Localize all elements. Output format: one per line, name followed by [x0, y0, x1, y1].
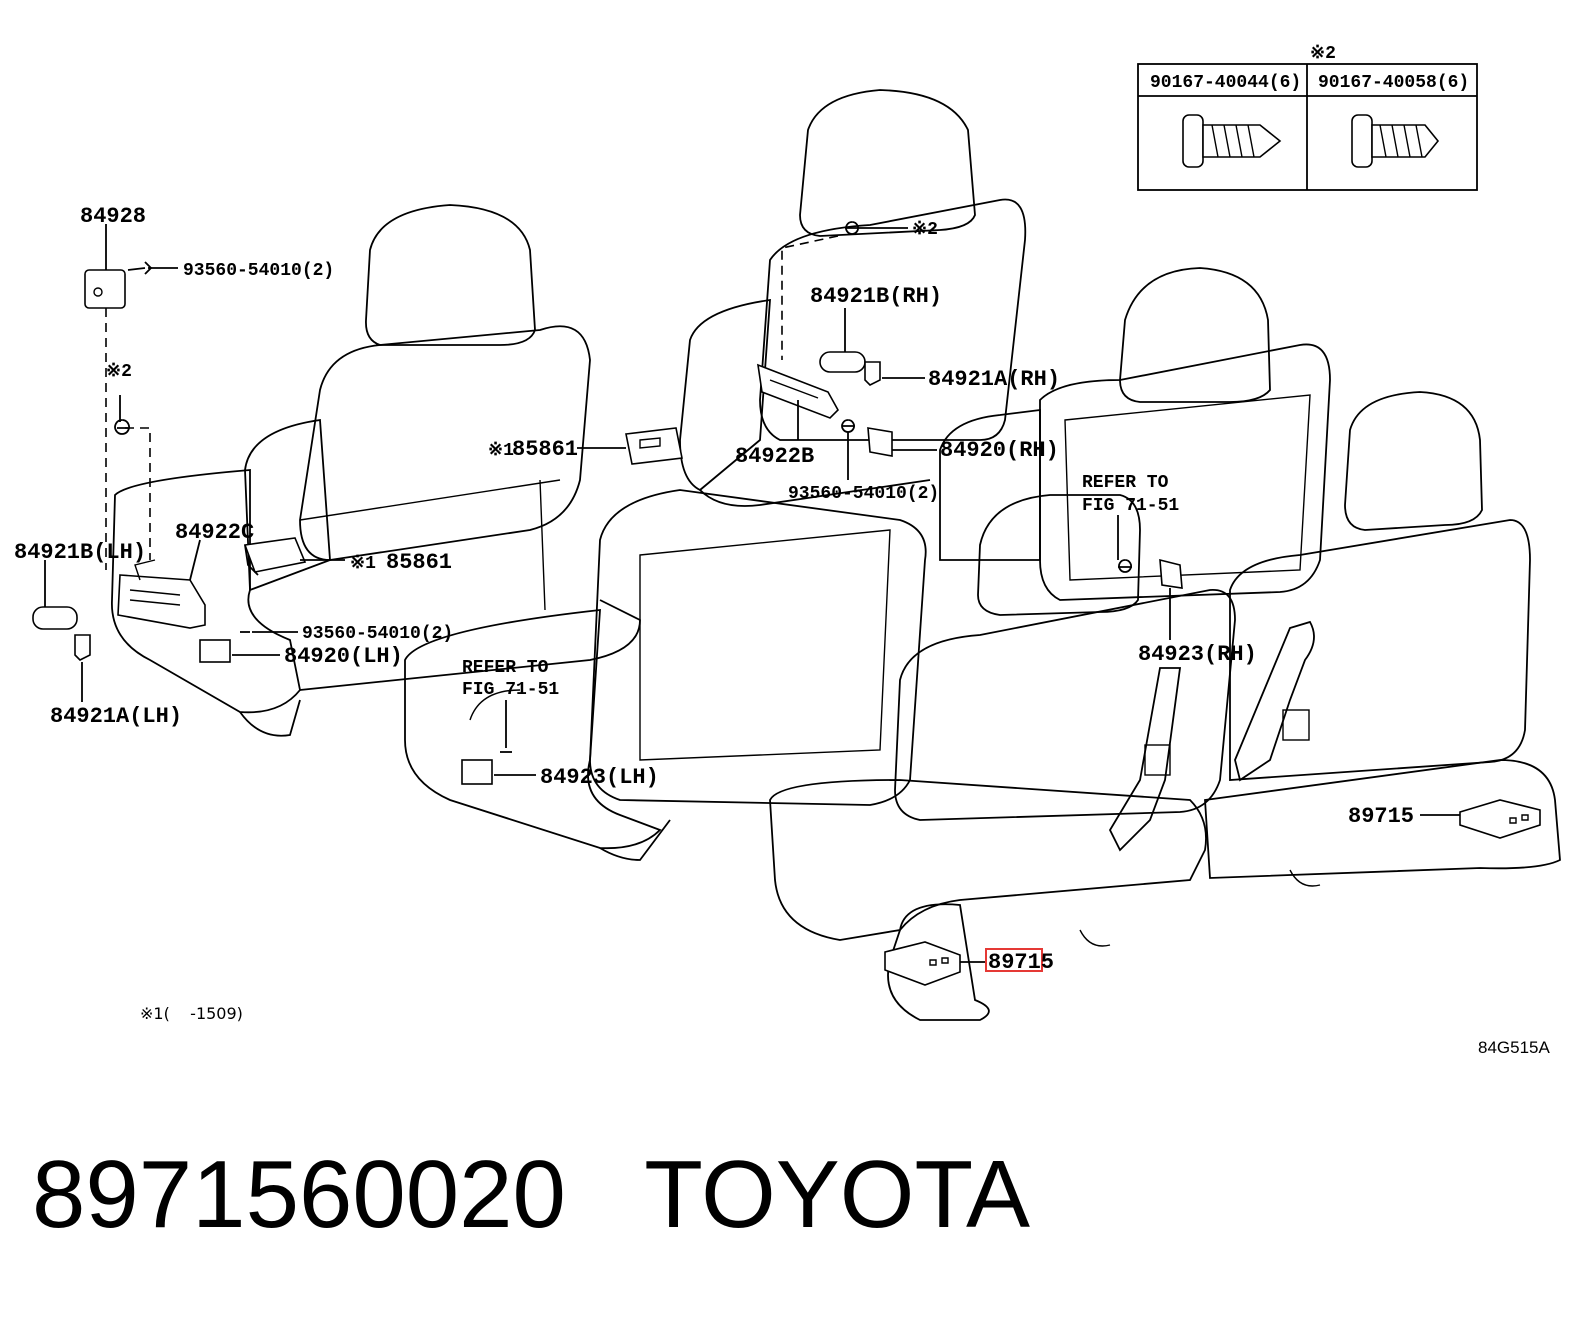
label-84923-lh: 84923(LH) — [540, 765, 659, 790]
label-85861-mid: 85861 — [512, 437, 578, 462]
fastener-table: ※2 90167-40044(6) 90167-40058(6) — [1137, 44, 1478, 191]
label-refer-lh-1: REFER TO — [462, 658, 549, 678]
label-84920-rh: 84920(RH) — [940, 438, 1059, 463]
label-85861-mid-prefix: ※1 — [488, 441, 514, 461]
label-refer-rh-2: FIG 71-51 — [1082, 496, 1179, 516]
label-84928: 84928 — [80, 204, 146, 229]
label-93560-a: 93560-54010(2) — [183, 261, 334, 281]
label-refer-lh-2: FIG 71-51 — [462, 680, 559, 700]
label-93560-b: 93560-54010(2) — [302, 624, 453, 644]
label-84921b-lh: 84921B(LH) — [14, 540, 146, 565]
label-89715-right: 89715 — [1348, 804, 1414, 829]
label-84920-lh: 84920(LH) — [284, 644, 403, 669]
screw-icon — [1351, 114, 1440, 168]
brand-name: TOYOTA — [644, 1141, 1031, 1248]
label-84921a-lh: 84921A(LH) — [50, 704, 182, 729]
seat-outlines — [111, 89, 1561, 1021]
label-84922c: 84922C — [175, 520, 254, 545]
label-ref2-b: ※2 — [912, 220, 938, 240]
footnote: ※1( -1509) — [140, 1004, 243, 1023]
label-85861-lh-prefix: ※1 — [350, 554, 376, 574]
fastener-col2-label: 90167-40058(6) — [1318, 73, 1469, 93]
label-89715-highlight[interactable]: 89715 — [988, 950, 1054, 975]
part-number: 8971560020 — [32, 1141, 566, 1248]
bracket-part — [84, 269, 126, 309]
label-85861-lh: 85861 — [386, 550, 452, 575]
label-refer-rh-1: REFER TO — [1082, 473, 1169, 493]
label-84921b-rh: 84921B(RH) — [810, 284, 942, 309]
highlight-box — [985, 948, 1043, 972]
figure-code: 84G515A — [1478, 1038, 1550, 1057]
label-ref2-a: ※2 — [106, 362, 132, 382]
part-title: 8971560020 TOYOTA — [32, 1140, 1030, 1250]
label-93560-c: 93560-54010(2) — [788, 484, 939, 504]
label-84922b: 84922B — [735, 444, 814, 469]
callout-labels: 84928 93560-54010(2) ※2 84922C 84921B(LH… — [14, 204, 1414, 975]
leader-lines — [44, 224, 1460, 963]
screw-icon — [1182, 114, 1282, 168]
fastener-col1-label: 90167-40044(6) — [1150, 73, 1301, 93]
label-84921a-rh: 84921A(RH) — [928, 367, 1060, 392]
fastener-table-ref: ※2 — [1310, 44, 1336, 64]
label-84923-rh: 84923(RH) — [1138, 642, 1257, 667]
small-parts — [32, 221, 1541, 986]
